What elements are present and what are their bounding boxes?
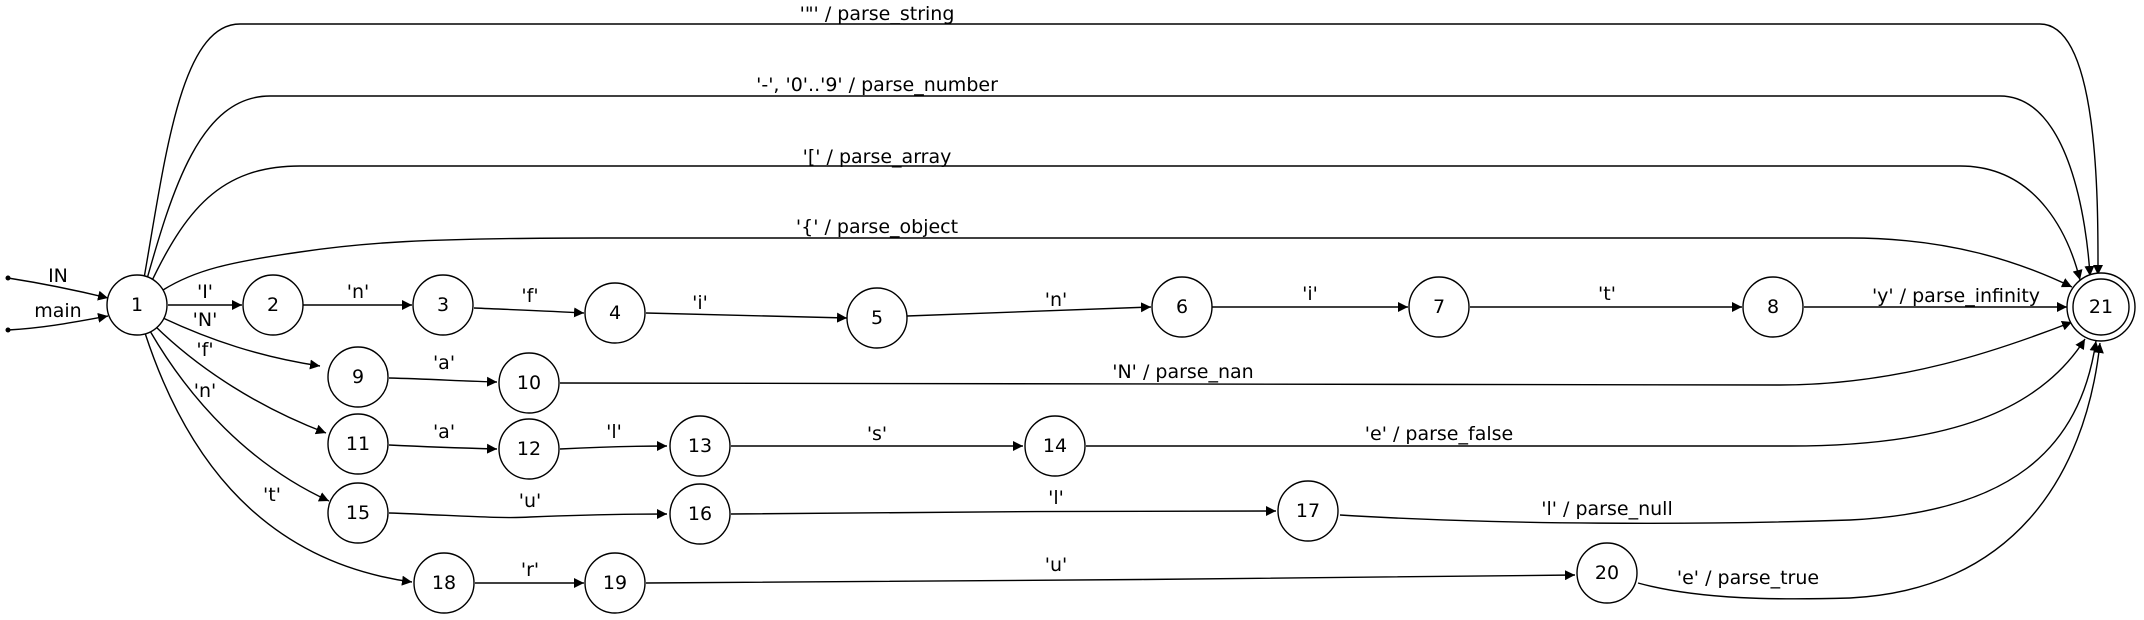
svg-text:7: 7	[1433, 296, 1445, 318]
transition-15-16	[388, 509, 668, 520]
state-12: 12	[498, 418, 560, 480]
svg-text:19: 19	[603, 572, 627, 594]
transition-11-12	[388, 443, 498, 454]
state-19: 19	[584, 552, 646, 614]
svg-text:20: 20	[1595, 562, 1619, 584]
transition-1-18	[144, 332, 413, 586]
svg-text:15: 15	[346, 502, 370, 524]
state-6: 6	[1151, 276, 1213, 338]
svg-text:16: 16	[688, 503, 712, 525]
transition-17-21	[1339, 340, 2100, 524]
transition-1-21-array	[147, 165, 2083, 290]
transition-1-21-string	[142, 23, 2104, 285]
transition-label-9-10: 'a'	[433, 352, 455, 374]
transition-label-15-16: 'u'	[519, 490, 542, 512]
state-14: 14	[1024, 415, 1086, 477]
transition-label-5-6: 'n'	[1045, 289, 1068, 311]
state-16: 16	[669, 483, 731, 545]
transition-1-9	[162, 317, 321, 370]
transition-label-6-7: 'i'	[1302, 283, 1318, 305]
transition-19-20	[645, 570, 1576, 584]
transition-label-string: '"' / parse_string	[800, 3, 955, 25]
svg-text:12: 12	[517, 438, 541, 460]
state-11: 11	[327, 413, 389, 475]
transition-label-1-15: 'n'	[194, 380, 217, 402]
state-18: 18	[413, 552, 475, 614]
transition-label-11-12: 'a'	[433, 421, 455, 443]
transition-label-20-21: 'e' / parse_true	[1677, 567, 1819, 589]
state-4: 4	[584, 282, 646, 344]
svg-text:4: 4	[609, 302, 621, 324]
transition-label-10-21: 'N' / parse_nan	[1112, 361, 1253, 383]
transition-label-13-14: 's'	[867, 423, 887, 445]
transition-label-3-4: 'f'	[521, 285, 538, 307]
transition-4-5	[645, 312, 848, 323]
transition-5-6	[906, 302, 1152, 317]
svg-text:1: 1	[131, 294, 143, 316]
transition-14-21	[1086, 338, 2086, 447]
transition-label-17-21: 'l' / parse_null	[1541, 498, 1672, 520]
entry-arrows: IN main	[5, 265, 109, 333]
transition-label-1-9: 'N'	[193, 309, 218, 331]
state-10: 10	[498, 352, 560, 414]
state-9: 9	[327, 346, 389, 408]
states: 1 2 3 4 5 6 7 8	[106, 272, 2136, 614]
entry-label-main: main	[34, 300, 81, 322]
transition-label-1-11: 'f'	[196, 339, 213, 361]
entry-arrow-main	[7, 312, 109, 331]
state-20: 20	[1576, 542, 1638, 604]
svg-text:9: 9	[352, 366, 364, 388]
transition-label-2-3: 'n'	[347, 281, 370, 303]
transition-label-18-19: 'r'	[521, 559, 539, 581]
transition-label-19-20: 'u'	[1045, 554, 1068, 576]
svg-text:18: 18	[432, 572, 456, 594]
svg-text:11: 11	[346, 433, 370, 455]
transition-label-16-17: 'l'	[1048, 487, 1064, 509]
state-13: 13	[669, 415, 731, 477]
transition-label-4-5: 'i'	[692, 292, 708, 314]
transition-1-11	[154, 325, 327, 435]
svg-text:14: 14	[1043, 435, 1067, 457]
transition-12-13	[559, 441, 668, 452]
transition-label-8-21: 'y' / parse_infinity	[1872, 285, 2040, 307]
transition-label-7-8: 't'	[1598, 283, 1616, 305]
transition-label-1-18: 't'	[263, 484, 281, 506]
transition-1-15	[149, 330, 330, 502]
transition-16-17	[730, 506, 1277, 517]
transition-label-number: '-', '0'..'9' / parse_number	[756, 74, 998, 96]
state-15: 15	[327, 482, 389, 544]
svg-text:3: 3	[437, 294, 449, 316]
transition-label-array: '[' / parse_array	[803, 146, 952, 168]
transition-label-1-2: 'I'	[197, 281, 213, 303]
transition-9-10	[388, 376, 498, 387]
svg-text:2: 2	[267, 294, 279, 316]
state-2: 2	[242, 274, 304, 336]
state-1: 1	[106, 274, 168, 336]
svg-text:10: 10	[517, 372, 541, 394]
state-5: 5	[846, 287, 908, 349]
svg-text:5: 5	[871, 307, 883, 329]
transition-20-21	[1637, 342, 2104, 600]
transitions: '"' / parse_string '-', '0'..'9' / parse…	[142, 3, 2104, 600]
transition-10-21	[559, 320, 2073, 386]
state-17: 17	[1277, 480, 1339, 542]
transition-1-21-number	[144, 95, 2095, 287]
svg-text:8: 8	[1767, 296, 1779, 318]
svg-text:21: 21	[2089, 296, 2113, 318]
entry-label-in: IN	[48, 265, 68, 287]
transition-label-12-13: 'l'	[606, 421, 622, 443]
state-21-accepting: 21	[2066, 272, 2136, 342]
svg-text:13: 13	[688, 435, 712, 457]
entry-arrow-in	[7, 277, 109, 301]
svg-text:17: 17	[1296, 500, 1320, 522]
state-3: 3	[412, 274, 474, 336]
transition-3-4	[473, 307, 585, 318]
transition-1-21-object	[162, 237, 2073, 291]
state-7: 7	[1408, 276, 1470, 338]
transition-label-object: '{' / parse_object	[796, 216, 958, 238]
svg-text:6: 6	[1176, 296, 1188, 318]
transition-label-14-21: 'e' / parse_false	[1365, 423, 1513, 445]
state-8: 8	[1742, 276, 1804, 338]
